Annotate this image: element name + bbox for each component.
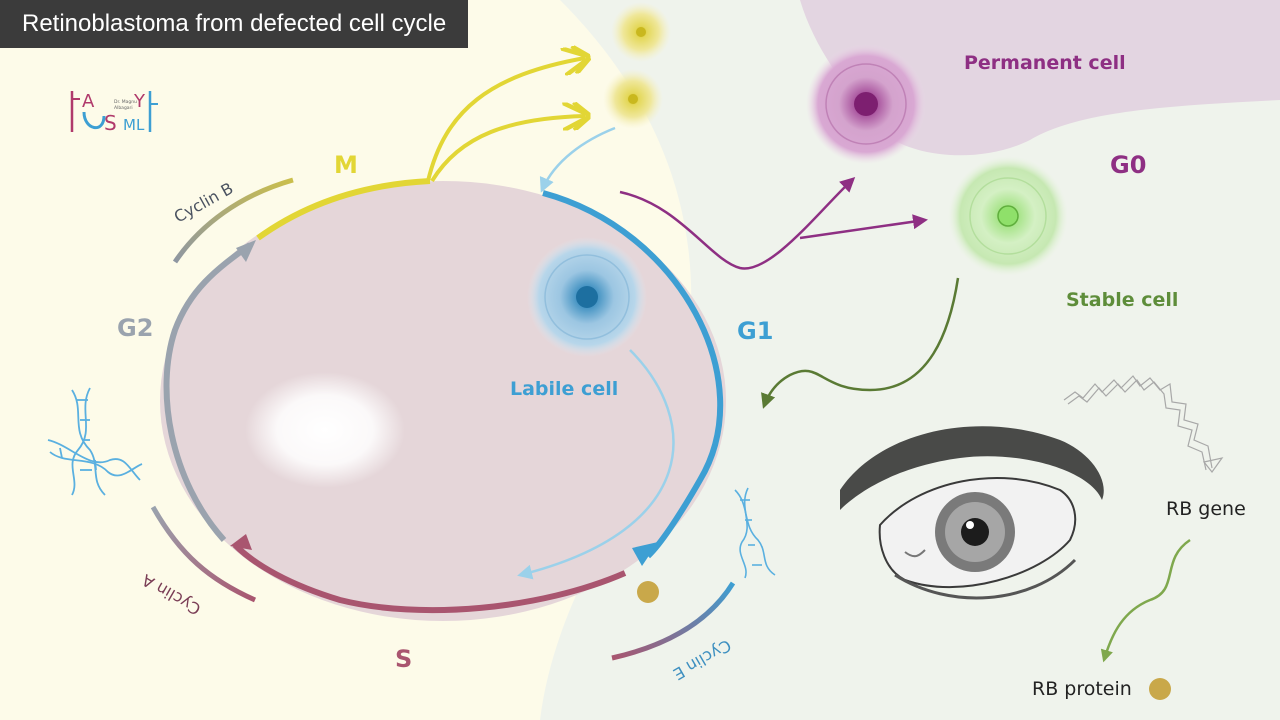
m-phase-label: M	[334, 151, 358, 179]
rb-protein-label: RB protein	[1032, 678, 1132, 700]
stable-return-arrow	[761, 277, 960, 409]
labile-cell-nucleus	[576, 286, 598, 308]
m-phase-arc	[256, 178, 431, 241]
s-phase-label: S	[395, 645, 412, 673]
cyclin-a-arc	[150, 505, 257, 603]
background-right	[540, 0, 1280, 720]
g0-phase-label: G0	[1110, 151, 1146, 179]
eye-illustration	[840, 426, 1104, 600]
daughter-cell-bottom-nucleus	[628, 94, 638, 104]
labile-cell-label: Labile cell	[510, 378, 618, 400]
permanent-cell-label: Permanent cell	[964, 52, 1126, 74]
logo-letter-y: Y	[133, 91, 146, 112]
logo-letter-s: S	[104, 111, 117, 135]
ellipse-highlight	[245, 372, 405, 488]
rb-gene-chain-icon	[1063, 375, 1224, 473]
s-arrowhead	[230, 534, 252, 550]
dna-helix-icon	[47, 387, 143, 496]
g1-arrowhead	[632, 542, 658, 566]
s-phase-arc	[232, 542, 627, 614]
return-arrow	[539, 126, 616, 193]
logo-small-text-2: Albagari	[114, 105, 133, 111]
division-arrow-upper	[426, 58, 585, 182]
labile-return-arrow	[517, 349, 675, 580]
logo-icon	[70, 91, 158, 132]
stable-cell-nucleus	[997, 205, 1019, 227]
rb-arrow	[1100, 538, 1191, 663]
logo-letter-a: A	[82, 91, 95, 112]
permanent-cell-ring	[825, 63, 907, 145]
g2-arrowhead	[236, 240, 256, 262]
g1-phase-arc	[542, 190, 724, 559]
g1-phase-label: G1	[737, 317, 773, 345]
g2-phase-label: G2	[117, 314, 153, 342]
permanent-path-arrow	[619, 176, 856, 270]
division-arrow-lower	[430, 116, 585, 183]
g2-phase-arc	[163, 242, 252, 543]
logo-small-text-1: Dr. Magnu	[114, 99, 137, 105]
permanent-cell-nucleus	[854, 92, 878, 116]
daughter-cell-top-nucleus	[636, 27, 646, 37]
logo-letters-ml: ML	[123, 116, 145, 134]
cyclin-e-arc	[611, 581, 736, 661]
dna-helix-icon-small	[734, 487, 776, 579]
rb-gene-label: RB gene	[1166, 498, 1246, 520]
cyclin-b-arc	[172, 177, 294, 264]
stable-cell-ring	[969, 177, 1047, 255]
rb-protein-dot	[1149, 678, 1171, 700]
labile-cell-ring	[544, 254, 630, 340]
page-title: Retinoblastoma from defected cell cycle	[0, 0, 469, 48]
cyclin-e-dot	[637, 581, 659, 603]
stable-path-arrow	[799, 214, 928, 240]
stable-cell-label: Stable cell	[1066, 289, 1178, 311]
